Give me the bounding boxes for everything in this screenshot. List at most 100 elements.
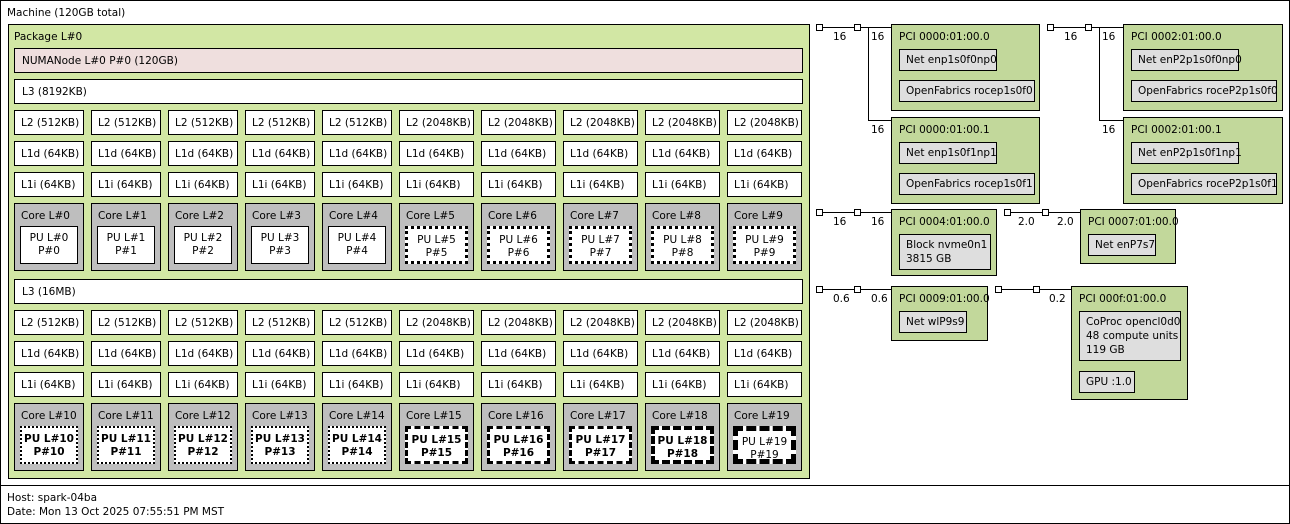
l1d-label: L1d (64KB) (406, 348, 465, 360)
pci-device-0002-01-00-0[interactable]: PCI 0002:01:00.0 Net enP2p1s0f0np0 OpenF… (1123, 24, 1283, 111)
pu-label: PU L#13 (255, 433, 305, 445)
l1d-cache: L1d (64KB) (245, 341, 315, 366)
bridge-box (1085, 24, 1092, 31)
pci-device-0000-01-00-1[interactable]: PCI 0000:01:00.1 Net enp1s0f1np1 OpenFab… (891, 117, 1040, 204)
l2-label: L2 (512KB) (252, 317, 311, 329)
openfabrics-device[interactable]: OpenFabrics roceP2p1s0f1 (1131, 173, 1278, 195)
bandwidth-label: 16 (833, 216, 847, 228)
core-label: Core L#13 (252, 410, 308, 422)
bridge-box (995, 286, 1002, 293)
l1i-label: L1i (64KB) (734, 379, 789, 391)
link-line (1092, 27, 1123, 28)
pci-device-0009-01-00-0[interactable]: PCI 0009:01:00.0 Net wlP9s9 (891, 286, 990, 341)
l1i-label: L1i (64KB) (175, 179, 230, 191)
pu-physical-index: P#2 (192, 245, 214, 257)
block-device[interactable]: Block nvme0n1 3815 GB (899, 234, 991, 270)
net-label: Net wlP9s9 (906, 316, 965, 328)
core-label: Core L#16 (488, 410, 544, 422)
openfabrics-device[interactable]: OpenFabrics rocep1s0f1 (899, 173, 1035, 195)
net-device[interactable]: Net wlP9s9 (899, 311, 967, 333)
net-device[interactable]: Net enP2p1s0f0np0 (1131, 49, 1242, 71)
l1i-cache: L1i (64KB) (91, 172, 161, 197)
net-device[interactable]: Net enP2p1s0f1np1 (1131, 142, 1242, 164)
net-device[interactable]: Net enp1s0f1np1 (899, 142, 997, 164)
l1d-cache: L1d (64KB) (645, 141, 720, 166)
l1d-label: L1d (64KB) (175, 148, 234, 160)
pci-device-0000-01-00-0[interactable]: PCI 0000:01:00.0 Net enp1s0f0np0 OpenFab… (891, 24, 1040, 111)
l2-label: L2 (2048KB) (652, 317, 717, 329)
pci-device-000f-01-00-0[interactable]: PCI 000f:01:00.0 CoProc opencl0d0 48 com… (1071, 286, 1188, 400)
l1i-label: L1i (64KB) (329, 179, 384, 191)
pci-device-0002-01-00-1[interactable]: PCI 0002:01:00.1 Net enP2p1s0f1np1 OpenF… (1123, 117, 1283, 204)
link-line (1011, 212, 1045, 213)
l1d-label: L1d (64KB) (734, 348, 793, 360)
pu-label: PU L#5 (417, 234, 456, 246)
openfabrics-device[interactable]: OpenFabrics rocep1s0f0 (899, 80, 1035, 102)
pu-physical-index: P#12 (187, 446, 219, 458)
l2-label: L2 (2048KB) (652, 117, 717, 129)
numa-label: NUMANode L#0 P#0 (120GB) (22, 55, 178, 67)
pu-physical-index: P#10 (33, 446, 65, 458)
pci-device-0004-01-00-0[interactable]: PCI 0004:01:00.0 Block nvme0n1 3815 GB (891, 209, 997, 276)
l1i-cache: L1i (64KB) (727, 172, 802, 197)
pu-physical-index: P#6 (507, 247, 530, 259)
bandwidth-label: 2.0 (1057, 216, 1074, 228)
l2-cache: L2 (512KB) (168, 110, 238, 135)
l2-cache: L2 (512KB) (322, 110, 392, 135)
net-device[interactable]: Net enP7s7 (1088, 234, 1156, 256)
coproc-device[interactable]: CoProc opencl0d0 48 compute units 119 GB (1079, 311, 1181, 361)
openfabrics-device[interactable]: OpenFabrics roceP2p1s0f0 (1131, 80, 1278, 102)
l1d-cache: L1d (64KB) (399, 141, 474, 166)
l1i-cache: L1i (64KB) (245, 172, 315, 197)
l2-cache: L2 (2048KB) (481, 310, 556, 335)
core-label: Core L#1 (98, 210, 147, 222)
openfabrics-label: OpenFabrics roceP2p1s0f0 (1138, 85, 1278, 97)
net-device[interactable]: Net enp1s0f0np0 (899, 49, 997, 71)
bandwidth-label: 16 (1102, 31, 1116, 43)
gpu-device[interactable]: GPU :1.0 (1079, 371, 1135, 393)
pci-device-0007-01-00-0[interactable]: PCI 0007:01:00.0 Net enP7s7 (1080, 209, 1179, 264)
numa-node: NUMANode L#0 P#0 (120GB) (14, 48, 803, 73)
link-line (1099, 27, 1100, 121)
